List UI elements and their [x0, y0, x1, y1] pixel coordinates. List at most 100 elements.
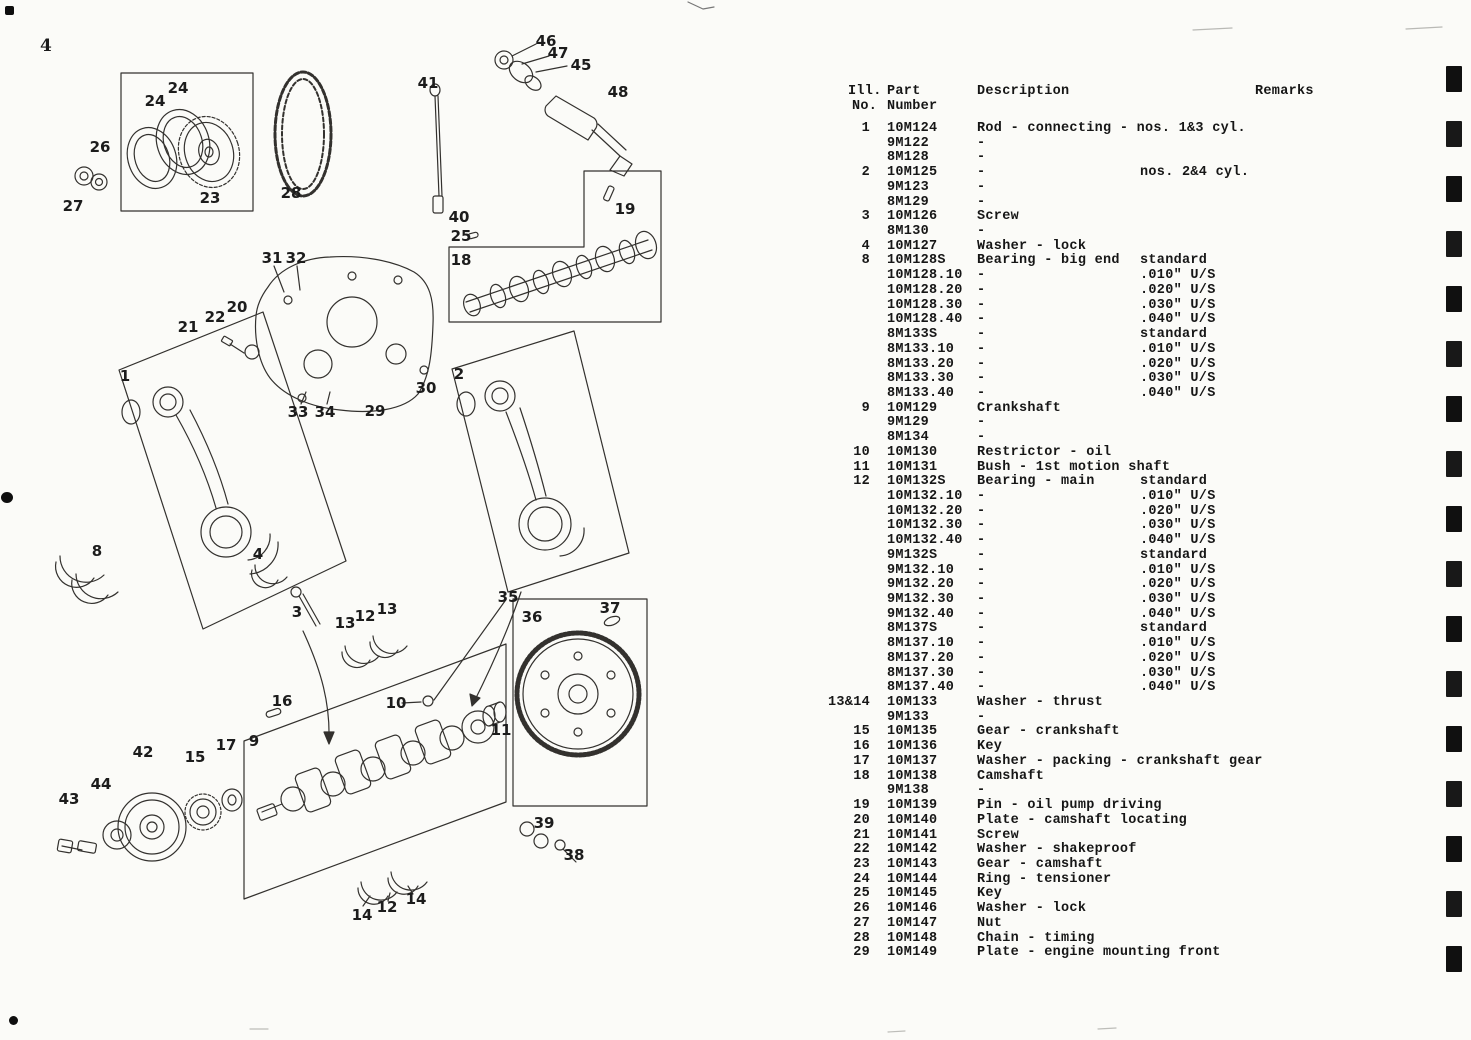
table-row: 10M128.30-.030" U/S [887, 297, 1216, 313]
table-row: 8M133.10-.010" U/S [887, 341, 1216, 357]
thrust-washer-lower-group [357, 871, 428, 907]
binding-mark [1446, 506, 1462, 532]
diagram-callout: 37 [599, 599, 621, 617]
table-row: 9M132.30-.030" U/S [887, 592, 1216, 607]
crankshaft-pulley-group [56, 788, 243, 862]
diagram-callout: 1 [119, 367, 131, 385]
scan-dash-mark [1192, 27, 1233, 31]
header-ill: Ill. [848, 84, 882, 99]
diagram-callout: 17 [215, 736, 237, 754]
engine-mounting-plate-group [220, 256, 434, 413]
punch-hole-top [5, 6, 14, 15]
table-row: 9M123- [887, 179, 986, 195]
diagram-callout: 47 [547, 44, 569, 62]
binding-mark [1446, 341, 1462, 367]
binding-mark [1446, 616, 1462, 642]
binding-strip [1446, 66, 1462, 972]
diagram-callout: 15 [184, 748, 206, 766]
scan-dash-mark [887, 1030, 906, 1033]
diagram-callout: 19 [614, 200, 636, 218]
binding-mark [1446, 176, 1462, 202]
binding-mark [1446, 286, 1462, 312]
diagram-callout: 20 [226, 298, 248, 316]
table-row: 10M128.10-.010" U/S [887, 268, 1216, 284]
binding-mark [1446, 66, 1462, 92]
diagram-callout: 39 [533, 814, 555, 832]
binding-mark [1446, 891, 1462, 917]
diagram-callout: 13 [334, 614, 356, 632]
parts-table-header: Ill. Part Description Remarks No. Number [826, 84, 1446, 122]
diagram-callout: 21 [177, 318, 199, 336]
crankshaft-box-group [243, 643, 507, 900]
table-row: 9M129- [887, 415, 986, 431]
oil-pump-shaft-group [429, 83, 444, 214]
diagram-callout: 41 [417, 74, 439, 92]
table-row: 8M130- [887, 224, 986, 240]
table-row: 9M132.10-.010" U/S [887, 562, 1216, 578]
diagram-callout: 24 [144, 92, 166, 110]
binding-mark [1446, 231, 1462, 257]
locating-plate-screw-group [519, 821, 577, 863]
table-row: 8M137.10-.010" U/S [887, 636, 1216, 652]
scan-dash-mark [1405, 26, 1443, 30]
diagram-callout: 38 [563, 846, 585, 864]
table-row: 9M133- [887, 709, 986, 725]
diagram-callout: 28 [280, 184, 302, 202]
binding-mark [1446, 671, 1462, 697]
big-end-bearing-shells-group [54, 555, 119, 604]
diagram-callout: 9 [248, 732, 260, 750]
diagram-callout: 12 [376, 898, 398, 916]
diagram-callout: 31 [261, 249, 283, 267]
oil-restrictor-bush-group [401, 695, 507, 727]
camshaft-box-group [448, 170, 662, 323]
diagram-callout: 23 [199, 189, 221, 207]
diagram-callout: 43 [58, 790, 80, 808]
diagram-callout: 34 [314, 403, 336, 421]
binding-mark [1446, 946, 1462, 972]
table-row: 8M137.40-.040" U/S [887, 680, 1216, 696]
diagram-callout: 4 [252, 545, 264, 563]
lock-washer-nut-group [74, 166, 108, 191]
header-part: Part [887, 84, 921, 99]
diagram-callout: 46 [535, 32, 557, 50]
scan-dash-mark [1097, 1027, 1117, 1030]
diagram-callout: 14 [405, 890, 427, 908]
punch-hole-middle [1, 492, 13, 503]
oil-pump-drive-parts-group [494, 43, 633, 177]
binding-mark [1446, 121, 1462, 147]
diagram-callout: 26 [89, 138, 111, 156]
table-row: 10M132.30-.030" U/S [887, 518, 1216, 534]
diagram-callout: 35 [497, 588, 519, 606]
binding-mark [1446, 781, 1462, 807]
table-row: 9M138- [887, 783, 986, 799]
parts-table: Ill. Part Description Remarks No. Number… [826, 84, 1446, 961]
table-row: 9M132.40-.040" U/S [887, 606, 1216, 622]
diagram-callout: 30 [415, 379, 437, 397]
table-row: 8M129- [887, 194, 986, 210]
scan-scratch-mark [687, 1, 715, 10]
rod-cap-parts-group [250, 564, 321, 627]
diagram-callout: 45 [570, 56, 592, 74]
table-row: 8M128- [887, 150, 986, 166]
flywheel-box-group [512, 598, 648, 807]
table-row: 10M132.20-.020" U/S [887, 503, 1216, 519]
